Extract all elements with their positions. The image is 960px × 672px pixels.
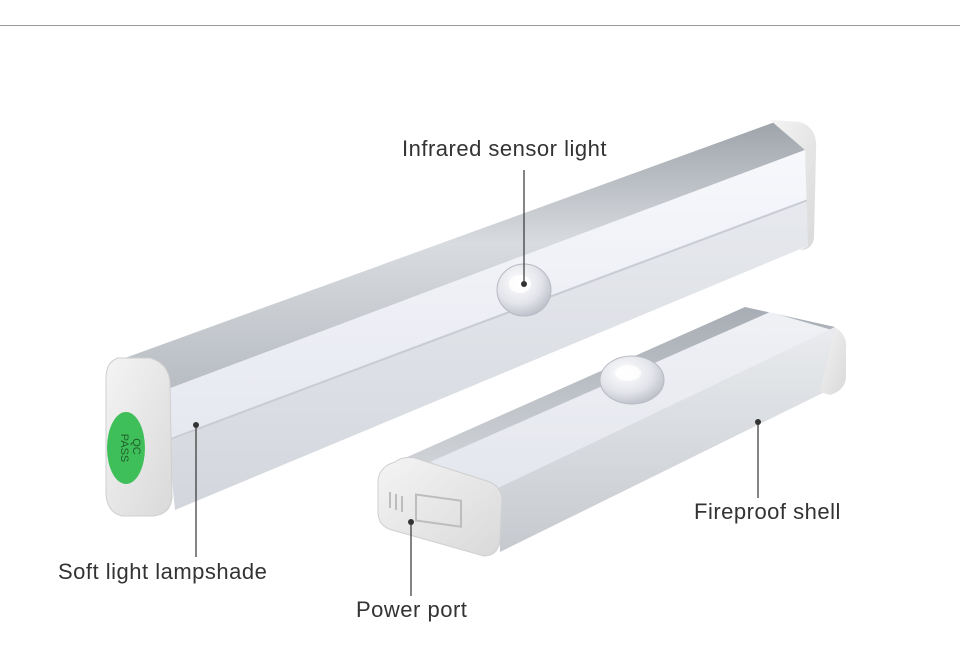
top-divider bbox=[0, 25, 960, 26]
shell-callout-label: Fireproof shell bbox=[694, 499, 841, 524]
lampshade-callout-label: Soft light lampshade bbox=[58, 559, 268, 584]
short-bar-front-cap bbox=[377, 457, 503, 557]
short-bar-sensor-dome bbox=[599, 355, 665, 405]
badge-line-2: PASS bbox=[118, 434, 130, 463]
svg-text:QC PASS: QC PASS bbox=[118, 434, 142, 463]
long-light-bar: QC PASS bbox=[105, 120, 817, 517]
short-light-bar bbox=[377, 307, 847, 557]
short-bar-right-cap bbox=[820, 325, 847, 395]
port-callout-label: Power port bbox=[356, 597, 468, 622]
power-port bbox=[389, 492, 462, 528]
badge-line-1: QC bbox=[130, 438, 142, 455]
long-bar-diffuser bbox=[160, 150, 808, 440]
qc-pass-badge: QC PASS bbox=[107, 412, 145, 484]
long-bar-right-cap bbox=[770, 120, 817, 250]
sensor-callout-label: Infrared sensor light bbox=[402, 136, 607, 161]
long-bar-body bbox=[168, 200, 810, 510]
long-bar-top-strip bbox=[125, 122, 805, 392]
short-bar-body bbox=[498, 327, 845, 552]
long-bar-sensor-dome bbox=[496, 263, 552, 317]
callout-leaders bbox=[193, 170, 761, 596]
